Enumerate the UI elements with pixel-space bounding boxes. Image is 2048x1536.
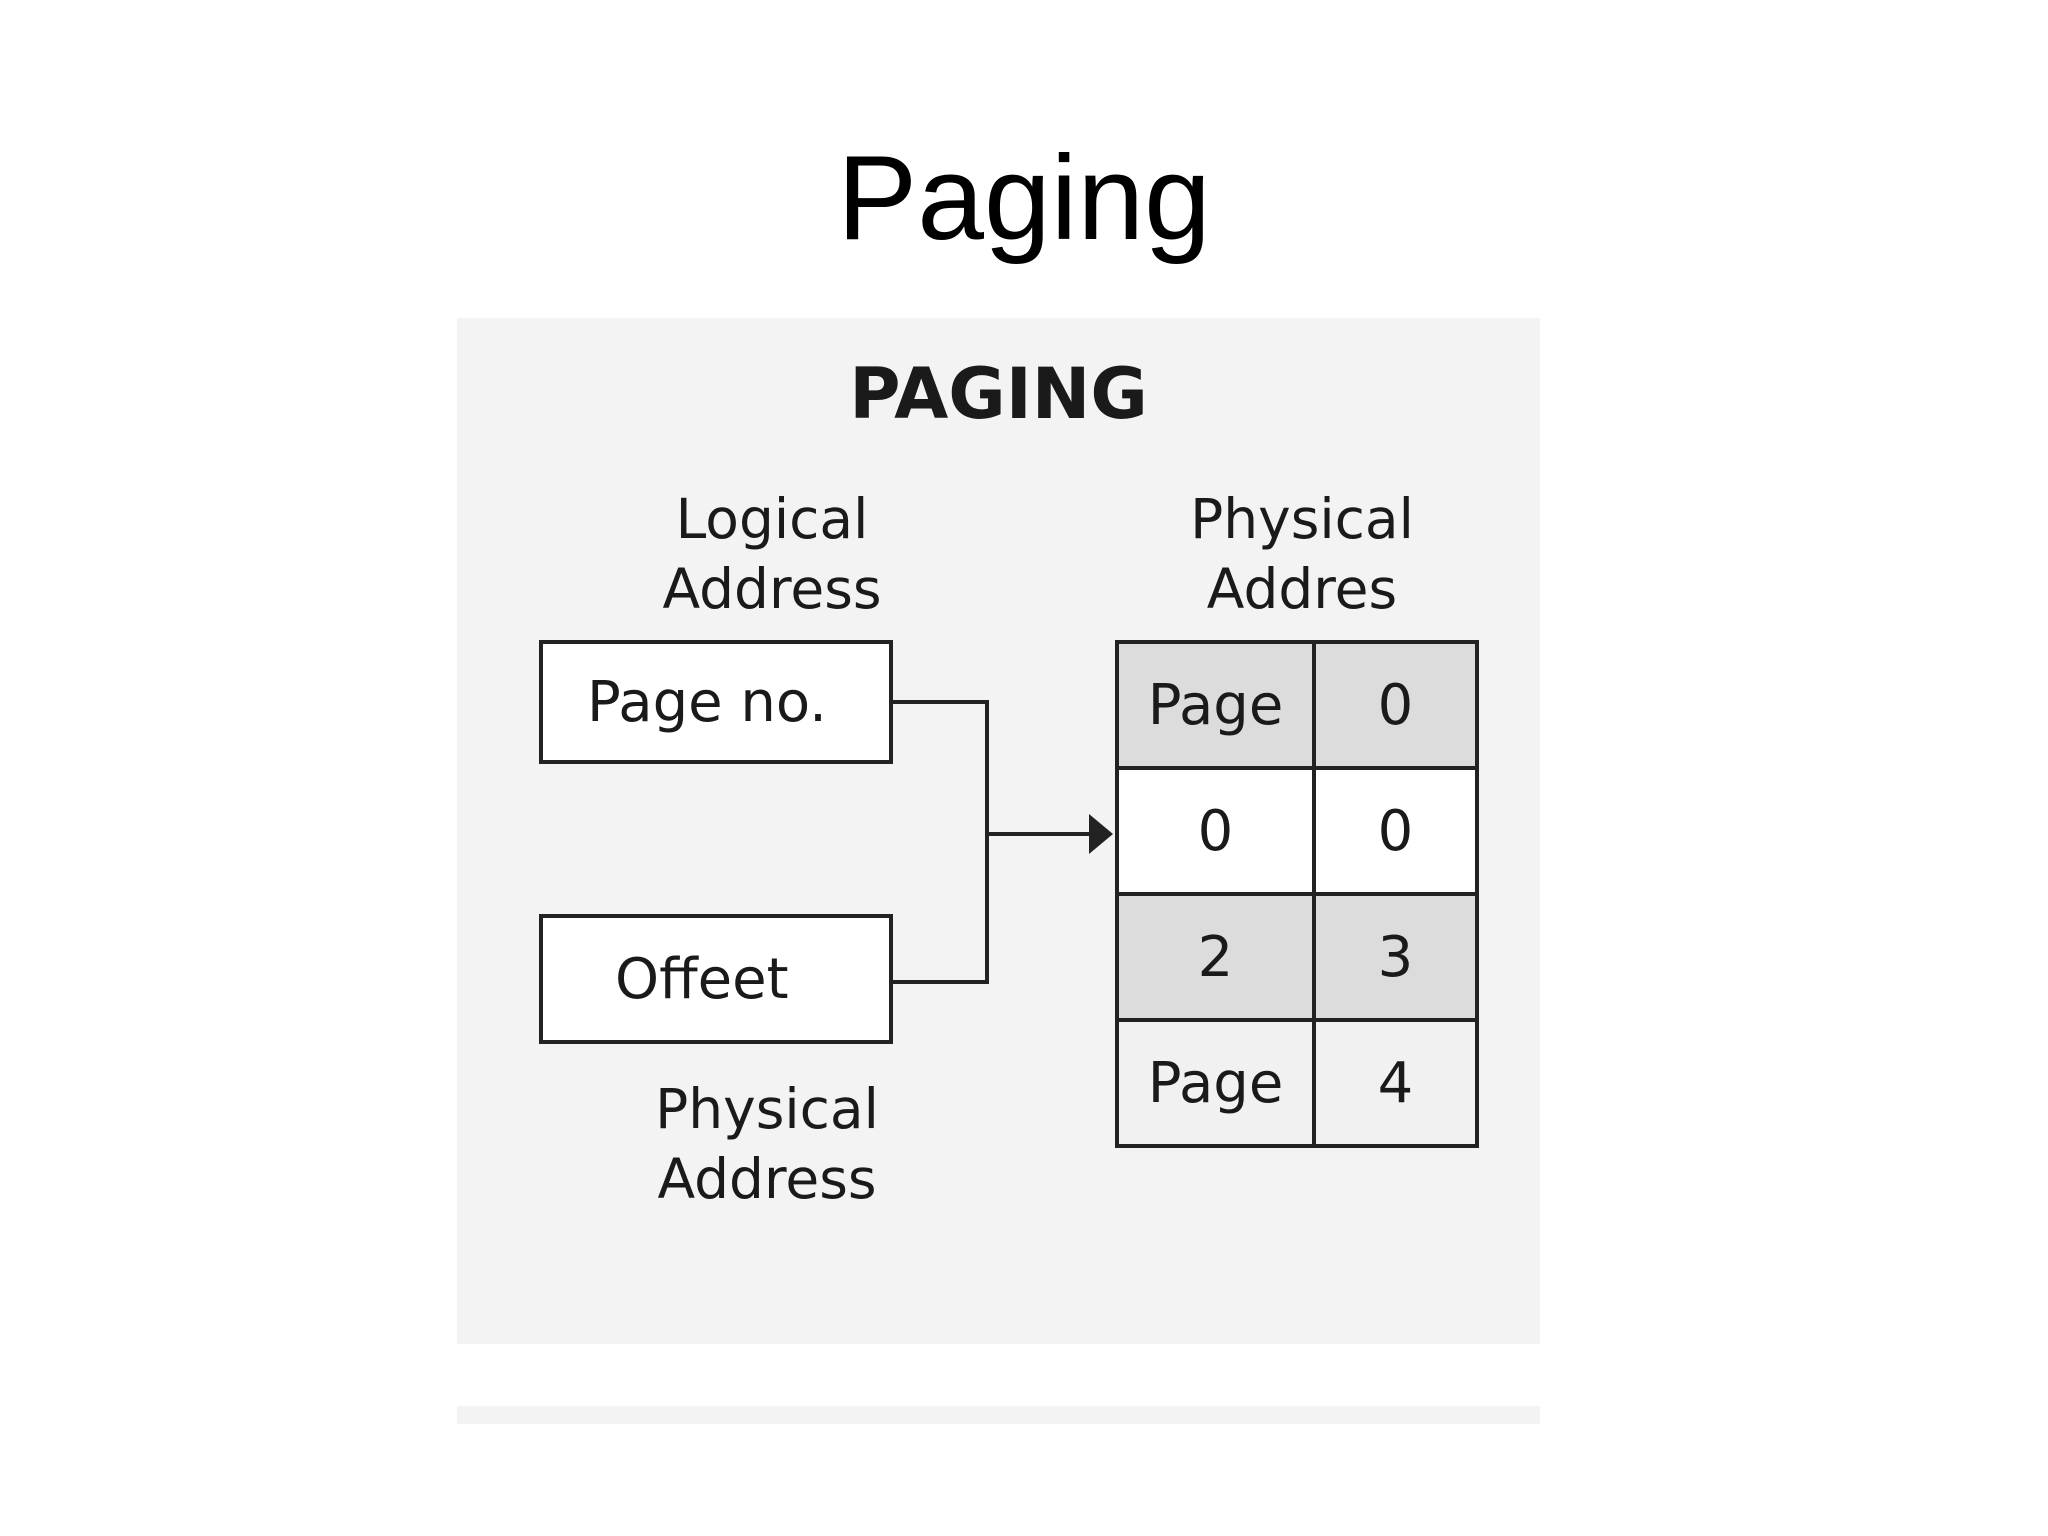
logical-address-label-line1: Logical [675, 487, 869, 551]
table-row: Page 4 [1115, 1018, 1479, 1148]
arrow-head-icon [1089, 814, 1113, 854]
table-row: 2 3 [1115, 892, 1479, 1022]
page-number-box: Page no. [539, 640, 893, 764]
page-connector-line [893, 700, 989, 984]
table-cell: 2 [1115, 892, 1316, 1022]
offset-label: Offeet [615, 946, 789, 1012]
physical-address-top-label-line2: Addres [1206, 557, 1398, 621]
page-table: Page 0 0 0 2 3 Page 4 [1115, 640, 1479, 1148]
table-cell: Page [1115, 1018, 1316, 1148]
paging-diagram: PAGING Logical Address Physical Addres P… [457, 318, 1540, 1344]
table-row: Page 0 [1115, 640, 1479, 770]
physical-address-top-label: Physical Addres [1087, 484, 1517, 624]
table-cell: 0 [1312, 640, 1479, 770]
logical-address-label: Logical Address [557, 484, 987, 624]
figure-bottom-strip [457, 1406, 1540, 1424]
slide-title: Paging [837, 131, 1211, 265]
physical-address-bottom-label: Physical Address [557, 1074, 977, 1214]
physical-address-top-label-line1: Physical [1190, 487, 1414, 551]
physical-address-bottom-label-line1: Physical [655, 1077, 879, 1141]
logical-address-label-line2: Address [662, 557, 882, 621]
table-cell: 0 [1312, 766, 1479, 896]
table-cell: Page [1115, 640, 1316, 770]
table-cell: 4 [1312, 1018, 1479, 1148]
table-cell: 0 [1115, 766, 1316, 896]
table-row: 0 0 [1115, 766, 1479, 896]
table-cell: 3 [1312, 892, 1479, 1022]
diagram-title: PAGING [849, 353, 1148, 435]
offset-box: Offeet [539, 914, 893, 1044]
page-number-label: Page no. [587, 669, 827, 735]
physical-address-bottom-label-line2: Address [657, 1147, 877, 1211]
